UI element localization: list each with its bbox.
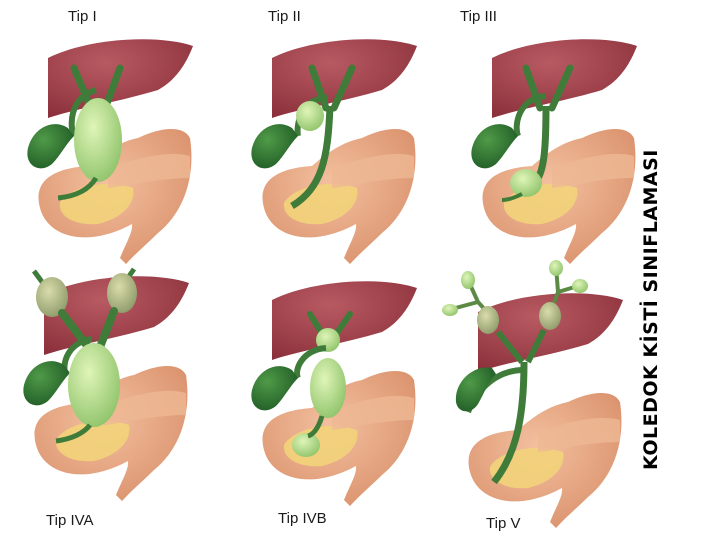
- panel-tip-iii: [452, 28, 652, 264]
- side-title: KOLEDOK KİSTİ SINIFLAMASI: [640, 149, 662, 470]
- panel-tip-i: [8, 28, 208, 264]
- label-tip-ivb: Tip IVB: [278, 510, 327, 527]
- diagram-tip-iva: [23, 267, 189, 501]
- diagram-tip-iii: [471, 39, 637, 264]
- panel-tip-iva: [4, 265, 214, 505]
- panel-tip-ii: [232, 28, 432, 264]
- label-tip-ii: Tip II: [268, 8, 301, 25]
- panel-tip-v: [438, 260, 638, 528]
- label-tip-iii: Tip III: [460, 8, 497, 25]
- diagram-tip-ivb: [251, 281, 417, 506]
- label-tip-v: Tip V: [486, 515, 521, 532]
- diagram-tip-i: [27, 39, 193, 264]
- label-tip-iva: Tip IVA: [46, 512, 94, 529]
- panel-tip-ivb: [232, 270, 432, 506]
- diagram-tip-ii: [251, 39, 417, 264]
- diagram-tip-v: [442, 260, 623, 528]
- label-tip-i: Tip I: [68, 8, 97, 25]
